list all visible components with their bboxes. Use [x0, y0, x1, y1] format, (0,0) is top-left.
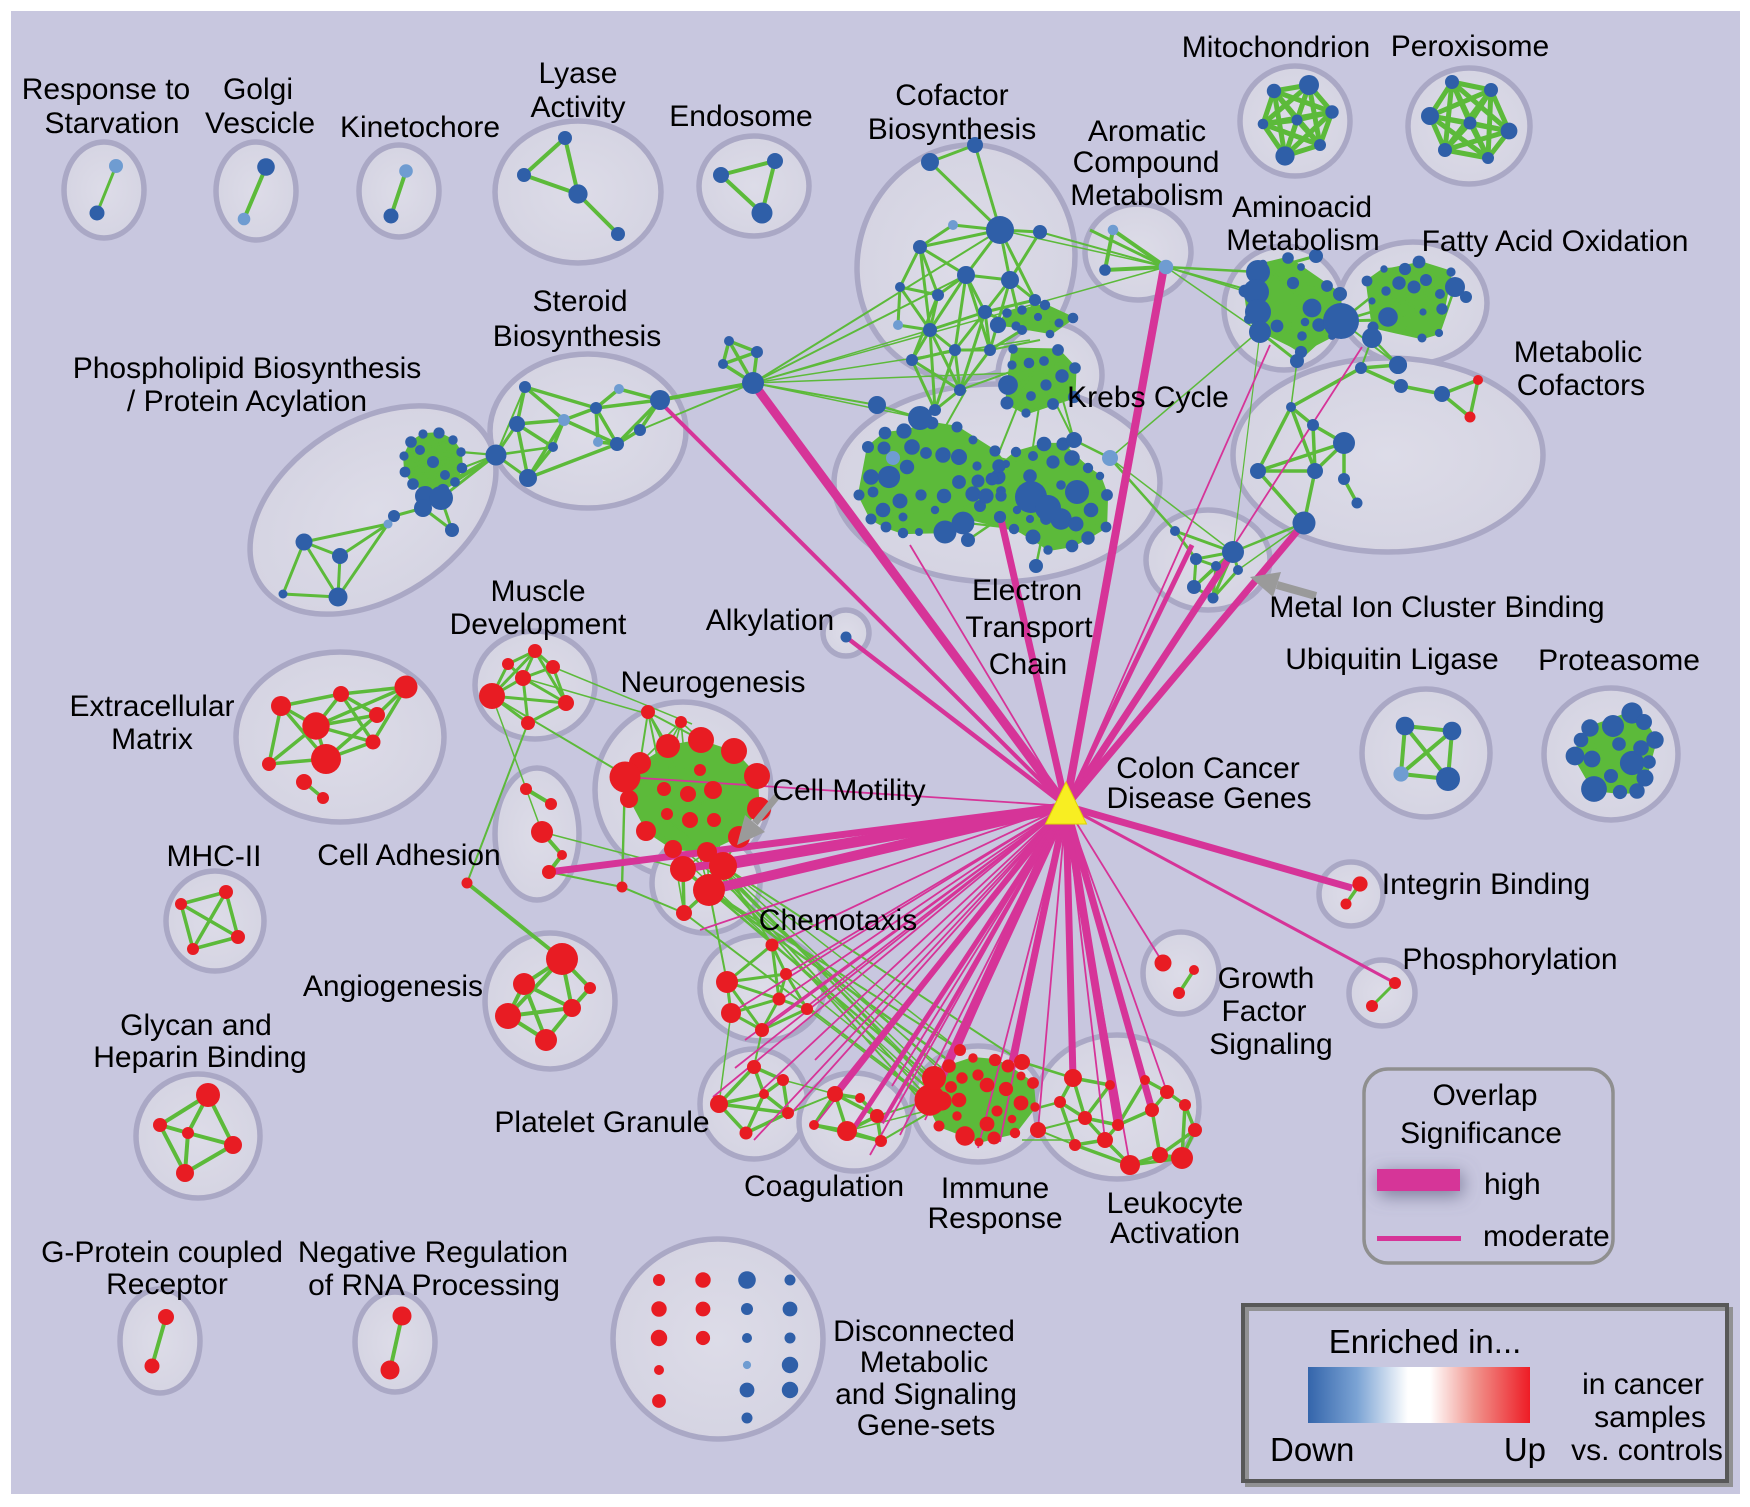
svg-text:Colon Cancer: Colon Cancer: [1116, 752, 1299, 785]
svg-text:Alkylation: Alkylation: [706, 604, 834, 637]
svg-text:Activation: Activation: [1110, 1217, 1240, 1250]
svg-text:Lyase: Lyase: [539, 57, 618, 90]
svg-text:samples: samples: [1594, 1401, 1706, 1434]
svg-text:Disconnected: Disconnected: [833, 1315, 1015, 1348]
svg-text:Factor: Factor: [1221, 995, 1306, 1028]
svg-text:Significance: Significance: [1400, 1117, 1562, 1150]
svg-text:Steroid: Steroid: [532, 285, 627, 318]
svg-text:Peroxisome: Peroxisome: [1391, 30, 1549, 63]
svg-text:moderate: moderate: [1483, 1220, 1610, 1253]
svg-text:Activity: Activity: [530, 91, 625, 124]
svg-text:Growth: Growth: [1218, 962, 1315, 995]
svg-text:Cofactor: Cofactor: [895, 79, 1008, 112]
svg-text:Enriched in...: Enriched in...: [1329, 1323, 1522, 1360]
svg-text:Endosome: Endosome: [669, 100, 812, 133]
svg-text:and Signaling: and Signaling: [835, 1378, 1017, 1411]
svg-text:Chemotaxis: Chemotaxis: [759, 904, 917, 937]
svg-text:Angiogenesis: Angiogenesis: [303, 970, 483, 1003]
svg-text:Aromatic: Aromatic: [1088, 115, 1206, 148]
svg-text:high: high: [1484, 1168, 1541, 1201]
svg-text:Golgi: Golgi: [223, 73, 293, 106]
svg-text:Signaling: Signaling: [1209, 1028, 1332, 1061]
svg-text:Compound: Compound: [1073, 146, 1220, 179]
svg-text:Proteasome: Proteasome: [1538, 644, 1700, 677]
svg-text:in cancer: in cancer: [1582, 1368, 1704, 1401]
svg-text:MHC-II: MHC-II: [167, 840, 262, 873]
svg-text:Phospholipid Biosynthesis: Phospholipid Biosynthesis: [73, 352, 422, 385]
svg-text:Metabolic: Metabolic: [1514, 336, 1642, 369]
svg-text:Down: Down: [1270, 1431, 1354, 1468]
svg-text:Chain: Chain: [989, 648, 1067, 681]
svg-text:Vescicle: Vescicle: [205, 107, 315, 140]
svg-text:Neurogenesis: Neurogenesis: [620, 666, 805, 699]
svg-text:Ubiquitin Ligase: Ubiquitin Ligase: [1285, 643, 1498, 676]
svg-text:Immune: Immune: [941, 1172, 1049, 1205]
svg-text:Muscle: Muscle: [490, 575, 585, 608]
svg-text:Response: Response: [927, 1202, 1062, 1235]
svg-text:Integrin Binding: Integrin Binding: [1382, 868, 1590, 901]
svg-text:Fatty Acid Oxidation: Fatty Acid Oxidation: [1422, 225, 1689, 258]
svg-text:Leukocyte: Leukocyte: [1107, 1187, 1244, 1220]
svg-text:Mitochondrion: Mitochondrion: [1182, 31, 1370, 64]
svg-text:Electron: Electron: [972, 574, 1082, 607]
svg-text:vs. controls: vs. controls: [1571, 1434, 1723, 1467]
svg-text:Up: Up: [1504, 1431, 1546, 1468]
svg-text:Phosphorylation: Phosphorylation: [1402, 943, 1617, 976]
svg-text:of RNA Processing: of RNA Processing: [308, 1269, 560, 1302]
svg-text:Kinetochore: Kinetochore: [340, 111, 500, 144]
svg-text:Extracellular: Extracellular: [69, 690, 234, 723]
svg-text:Receptor: Receptor: [106, 1268, 228, 1301]
svg-text:Overlap: Overlap: [1432, 1079, 1537, 1112]
svg-text:Coagulation: Coagulation: [744, 1170, 904, 1203]
svg-text:Starvation: Starvation: [44, 107, 179, 140]
svg-text:Cofactors: Cofactors: [1517, 369, 1645, 402]
svg-text:Response to: Response to: [22, 73, 190, 106]
svg-text:Glycan and: Glycan and: [120, 1009, 272, 1042]
svg-text:/ Protein Acylation: / Protein Acylation: [127, 385, 367, 418]
svg-text:Krebs Cycle: Krebs Cycle: [1067, 381, 1229, 414]
svg-text:Biosynthesis: Biosynthesis: [493, 320, 661, 353]
svg-text:Development: Development: [450, 608, 627, 641]
svg-text:Metabolism: Metabolism: [1070, 179, 1223, 212]
svg-text:Negative Regulation: Negative Regulation: [298, 1236, 568, 1269]
svg-text:G-Protein coupled: G-Protein coupled: [41, 1236, 283, 1269]
svg-text:Transport: Transport: [965, 611, 1093, 644]
svg-text:Metabolism: Metabolism: [1226, 224, 1379, 257]
svg-text:Metal Ion Cluster Binding: Metal Ion Cluster Binding: [1269, 591, 1604, 624]
svg-text:Cell Adhesion: Cell Adhesion: [317, 839, 500, 872]
svg-text:Platelet Granule: Platelet Granule: [494, 1106, 709, 1139]
svg-text:Biosynthesis: Biosynthesis: [868, 113, 1036, 146]
svg-text:Gene-sets: Gene-sets: [857, 1409, 995, 1442]
svg-text:Disease Genes: Disease Genes: [1106, 782, 1311, 815]
svg-text:Aminoacid: Aminoacid: [1232, 191, 1372, 224]
svg-text:Metabolic: Metabolic: [860, 1346, 988, 1379]
svg-text:Heparin Binding: Heparin Binding: [93, 1041, 306, 1074]
svg-text:Matrix: Matrix: [111, 723, 193, 756]
svg-text:Cell Motility: Cell Motility: [772, 774, 925, 807]
